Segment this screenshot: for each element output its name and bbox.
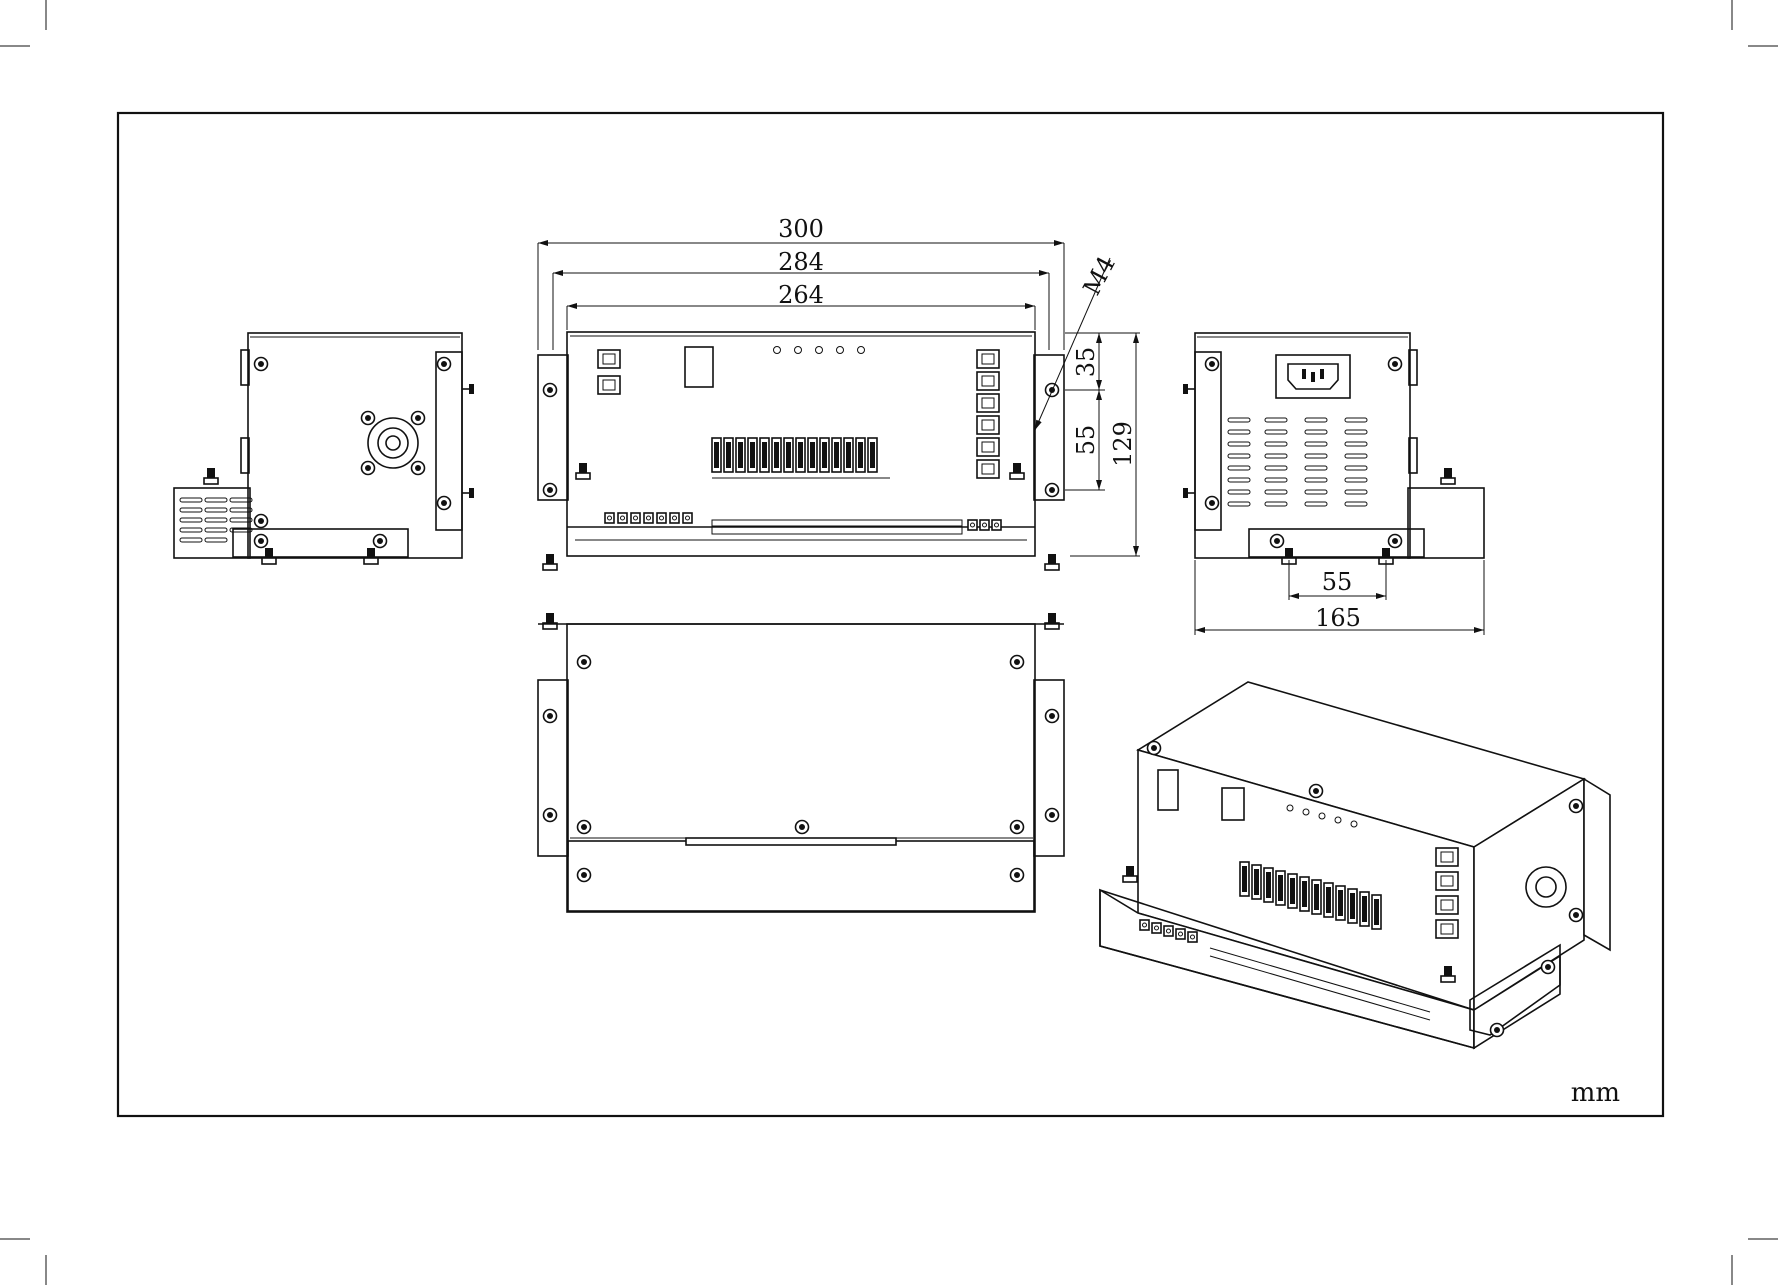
terminal-block-icon [605,513,1001,534]
dim-hole-offset-top: 35 [1072,347,1100,378]
unit-label: mm [1571,1078,1620,1108]
vent-slots [1228,418,1367,506]
relay-bank [712,438,890,478]
vent-slots [180,498,252,542]
top-view [538,613,1064,912]
standoff-icon [1010,463,1024,479]
dim-thread: M4 [1078,251,1121,299]
right-side-view: 55 165 [1183,333,1484,635]
left-side-view [174,333,474,564]
mount-screw-icon [544,384,557,397]
dim-hole-spacing: 55 [1072,425,1100,456]
dim-height-overall: 129 [1109,421,1137,467]
mount-screw-icon [544,484,557,497]
dim-depth-overall: 165 [1315,604,1361,632]
rj45-port-icon [1158,770,1178,810]
switch-block [685,347,713,387]
rj45-port-icon [598,350,620,368]
standoff-icon [576,463,590,479]
dim-width-overall: 300 [778,215,824,243]
dim-width-body: 264 [778,281,824,309]
switch-block [1222,788,1244,820]
rj45-stack [977,350,999,478]
isometric-view [1100,682,1610,1048]
rj45-port-icon [598,376,620,394]
power-inlet-icon [1276,355,1350,398]
dim-width-mounting: 284 [778,248,824,276]
standoff-icon [1045,554,1059,570]
mount-screw-icon [1046,484,1059,497]
front-view [538,332,1064,570]
standoff-icon [543,554,557,570]
dim-side-hole-spacing: 55 [1322,568,1353,596]
fan-grille-icon [362,412,425,475]
led-indicator-icon [774,347,865,354]
